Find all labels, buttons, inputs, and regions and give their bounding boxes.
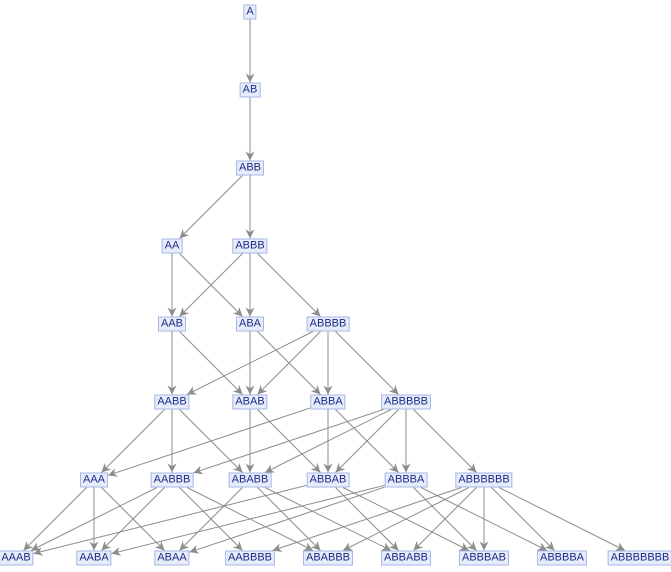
edge-abbbbb-to-ababb bbox=[264, 409, 392, 473]
node-aa: AA bbox=[161, 238, 183, 254]
node-abbbab: ABBBAB bbox=[458, 550, 510, 566]
edge-abbba-to-aaba bbox=[111, 484, 385, 556]
edge-abbbbbb-to-ababbb bbox=[342, 487, 470, 551]
node-aabbbb: AABBBB bbox=[224, 550, 276, 566]
edge-abbbbb-to-aabbb bbox=[193, 409, 384, 475]
edge-abb-to-aa bbox=[179, 175, 243, 239]
node-abbbba: ABBBBA bbox=[536, 550, 588, 566]
edge-abbbb-to-abbbbb bbox=[335, 331, 399, 395]
node-aabb: AABB bbox=[154, 394, 190, 410]
node-abbbbb: ABBBBB bbox=[380, 394, 432, 410]
edge-abbbb-to-aabb bbox=[186, 331, 314, 395]
node-abbbbbbb: ABBBBBBB bbox=[607, 550, 671, 566]
node-ab: AB bbox=[239, 82, 261, 98]
node-abb: ABB bbox=[235, 160, 265, 176]
node-aaab: AAAB bbox=[0, 550, 34, 566]
edge-abbbbbb-to-abbabb bbox=[413, 487, 477, 551]
edge-aab-to-abab bbox=[179, 331, 243, 395]
node-abbbbbb: ABBBBBB bbox=[455, 472, 513, 488]
node-aabbb: AABBB bbox=[150, 472, 194, 488]
node-ababbb: ABABBB bbox=[302, 550, 354, 566]
edge-abbab-to-aaab bbox=[33, 484, 307, 556]
edge-abbbbbb-to-abbbbbbb bbox=[498, 487, 626, 551]
edge-abbbbbb-to-aabbbb bbox=[272, 487, 462, 552]
edge-abbba-to-abaa bbox=[189, 486, 385, 554]
edge-aabb-to-aaa bbox=[101, 409, 165, 473]
node-abbab: ABBAB bbox=[306, 472, 350, 488]
edge-ababb-to-abaa bbox=[179, 487, 243, 551]
node-abaa: ABAA bbox=[154, 550, 190, 566]
node-a: A bbox=[243, 4, 257, 20]
edge-abbb-to-aab bbox=[179, 253, 243, 317]
node-abbb: ABBB bbox=[232, 238, 268, 254]
node-abbba: ABBBA bbox=[384, 472, 428, 488]
node-aaba: AABA bbox=[76, 550, 112, 566]
node-aaa: AAA bbox=[79, 472, 109, 488]
node-abbbb: ABBBB bbox=[306, 316, 350, 332]
node-abab: ABAB bbox=[232, 394, 268, 410]
edge-abbbb-to-abab bbox=[257, 331, 321, 395]
node-aab: AAB bbox=[157, 316, 187, 332]
edge-abbbbbb-to-abbbba bbox=[491, 487, 555, 551]
node-ababb: ABABB bbox=[228, 472, 272, 488]
edge-abbbbb-to-abbab bbox=[335, 409, 399, 473]
edge-aaa-to-aaab bbox=[23, 487, 87, 551]
edge-aabbb-to-aaba bbox=[101, 487, 165, 551]
edge-abbbbb-to-abbbbbb bbox=[413, 409, 477, 473]
edge-aabbb-to-aaab bbox=[30, 487, 158, 551]
edge-abbb-to-abbbb bbox=[257, 253, 321, 317]
node-abbabb: ABBABB bbox=[380, 550, 432, 566]
node-aba: ABA bbox=[235, 316, 265, 332]
node-abba: ABBA bbox=[310, 394, 346, 410]
edge-ababb-to-abbabb bbox=[264, 487, 392, 551]
edge-abba-to-aaa bbox=[107, 407, 311, 477]
